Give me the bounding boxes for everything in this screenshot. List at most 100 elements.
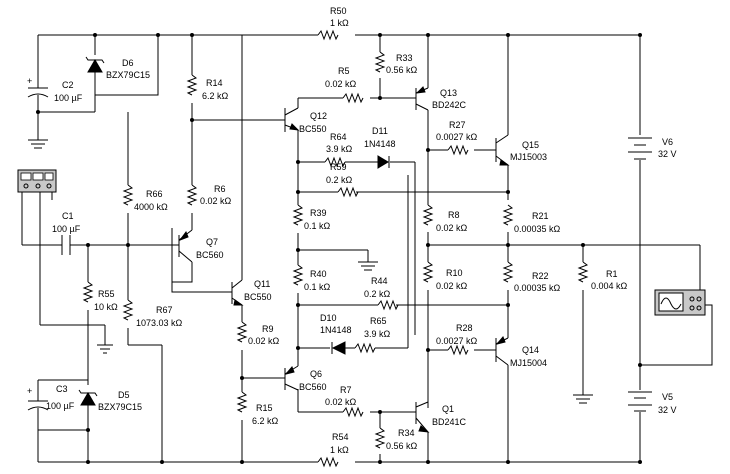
label-r8-val: 0.02 kΩ: [436, 223, 468, 233]
label-q1-ref: Q1: [442, 404, 454, 414]
label-c1-ref: C1: [62, 211, 74, 221]
transistor-q11: [231, 279, 244, 306]
resistor-r14: [187, 74, 197, 96]
diode-d10: [331, 341, 346, 355]
label-c1-val: 100 µF: [52, 224, 81, 234]
label-r7-val: 0.02 kΩ: [325, 397, 357, 407]
label-r39-ref: R39: [310, 208, 327, 218]
label-r10-ref: R10: [446, 268, 463, 278]
resistor-r66: [123, 184, 133, 206]
resistor-r6: [187, 184, 197, 206]
label-q15-ref: Q15: [522, 140, 539, 150]
labels: R50 1 kΩ R33 0.56 kΩ R5 0.02 kΩ Q13 BD24…: [46, 6, 677, 455]
resistor-r1: [578, 261, 588, 283]
label-r55-val: 10 kΩ: [94, 302, 118, 312]
resistor-r9: [237, 321, 247, 343]
capacitor-c1: [61, 235, 75, 255]
label-r28-ref: R28: [456, 323, 473, 333]
transistor-q6: [284, 365, 299, 391]
resistor-r28: [447, 345, 469, 355]
transistor-q12: [284, 107, 300, 132]
label-r54-ref: R54: [332, 432, 349, 442]
label-d10-ref: D10: [320, 313, 337, 323]
label-r9-val: 0.02 kΩ: [248, 336, 280, 346]
label-q12-val: BC550: [299, 124, 327, 134]
label-q13-ref: Q13: [440, 88, 457, 98]
label-r44-ref: R44: [371, 276, 388, 286]
resistor-r34: [375, 427, 385, 449]
label-d5-ref: D5: [118, 390, 130, 400]
label-q11-ref: Q11: [254, 279, 270, 289]
resistor-r10: [423, 261, 433, 283]
label-r34-val: 0.56 kΩ: [386, 441, 418, 451]
label-q1-val: BD241C: [432, 417, 467, 427]
label-v5-val: 32 V: [658, 405, 677, 415]
label-d11-ref: D11: [372, 126, 388, 136]
label-q15-val: MJ15003: [510, 152, 547, 162]
label-r65-ref: R65: [370, 316, 387, 326]
label-r40-ref: R40: [310, 269, 327, 279]
label-q11-val: BC550: [244, 292, 272, 302]
label-r59-val: 0.2 kΩ: [326, 175, 353, 185]
label-r14-val: 6.2 kΩ: [202, 91, 229, 101]
battery-v6: [628, 137, 652, 160]
resistor-r8: [423, 204, 433, 226]
label-q6-val: BC560: [299, 382, 327, 392]
label-r5-val: 0.02 kΩ: [325, 79, 357, 89]
capacitor-c2: +: [27, 76, 49, 104]
svg-text:+: +: [27, 76, 32, 86]
zener-diode-d5: [78, 389, 98, 406]
label-r6-ref: R6: [214, 184, 226, 194]
label-r27-val: 0.0027 kΩ: [436, 132, 478, 142]
label-r34-ref: R34: [398, 428, 415, 438]
label-r33-val: 0.56 kΩ: [386, 65, 418, 75]
resistor-r67: [123, 299, 133, 321]
label-d11-val: 1N4148: [364, 139, 396, 149]
svg-text:+: +: [27, 386, 32, 396]
resistor-r15: [237, 391, 247, 413]
label-r50-ref: R50: [330, 6, 347, 16]
label-v6-ref: V6: [662, 137, 673, 147]
resistor-r27: [447, 145, 469, 155]
label-r22-ref: R22: [532, 271, 549, 281]
label-r40-val: 0.1 kΩ: [304, 282, 331, 292]
diode-d11: [377, 155, 390, 169]
label-r67-ref: R67: [156, 305, 173, 315]
resistor-r33: [375, 51, 385, 73]
function-generator-icon[interactable]: [17, 169, 57, 193]
label-r6-val: 0.02 kΩ: [200, 196, 232, 206]
resistor-r59: [337, 187, 359, 197]
label-c2-val: 100 µF: [54, 93, 83, 103]
resistor-r5: [342, 93, 364, 103]
label-c3-ref: C3: [56, 384, 68, 394]
label-r33-ref: R33: [396, 53, 413, 63]
resistor-r44: [377, 300, 399, 310]
label-q6-ref: Q6: [310, 369, 322, 379]
zener-diode-d6: [85, 56, 105, 73]
transistor-q1: [408, 401, 430, 433]
transistor-q14: [490, 336, 509, 366]
label-q14-ref: Q14: [522, 345, 539, 355]
battery-v5: [628, 391, 652, 412]
label-r28-val: 0.0027 kΩ: [436, 336, 478, 346]
label-r9-ref: R9: [262, 324, 274, 334]
oscilloscope-icon[interactable]: [654, 289, 706, 316]
label-c3-val: 100 µF: [46, 401, 75, 411]
label-r55-ref: R55: [98, 289, 115, 299]
transistor-q15: [490, 134, 510, 166]
label-c2-ref: C2: [62, 80, 74, 90]
transistor-q7: [172, 229, 193, 263]
label-r50-val: 1 kΩ: [330, 18, 349, 28]
label-q7-ref: Q7: [206, 237, 218, 247]
label-r1-ref: R1: [606, 269, 618, 279]
label-r64-val: 3.9 kΩ: [326, 144, 353, 154]
label-v6-val: 32 V: [658, 149, 677, 159]
label-r15-ref: R15: [256, 403, 273, 413]
label-q14-val: MJ15004: [510, 358, 547, 368]
label-r5-ref: R5: [338, 66, 350, 76]
transistor-q13: [408, 86, 429, 111]
label-r59-ref: R59: [330, 162, 347, 172]
label-q13-val: BD242C: [432, 100, 467, 110]
label-d5-val: BZX79C15: [98, 402, 142, 412]
label-r8-ref: R8: [448, 210, 460, 220]
